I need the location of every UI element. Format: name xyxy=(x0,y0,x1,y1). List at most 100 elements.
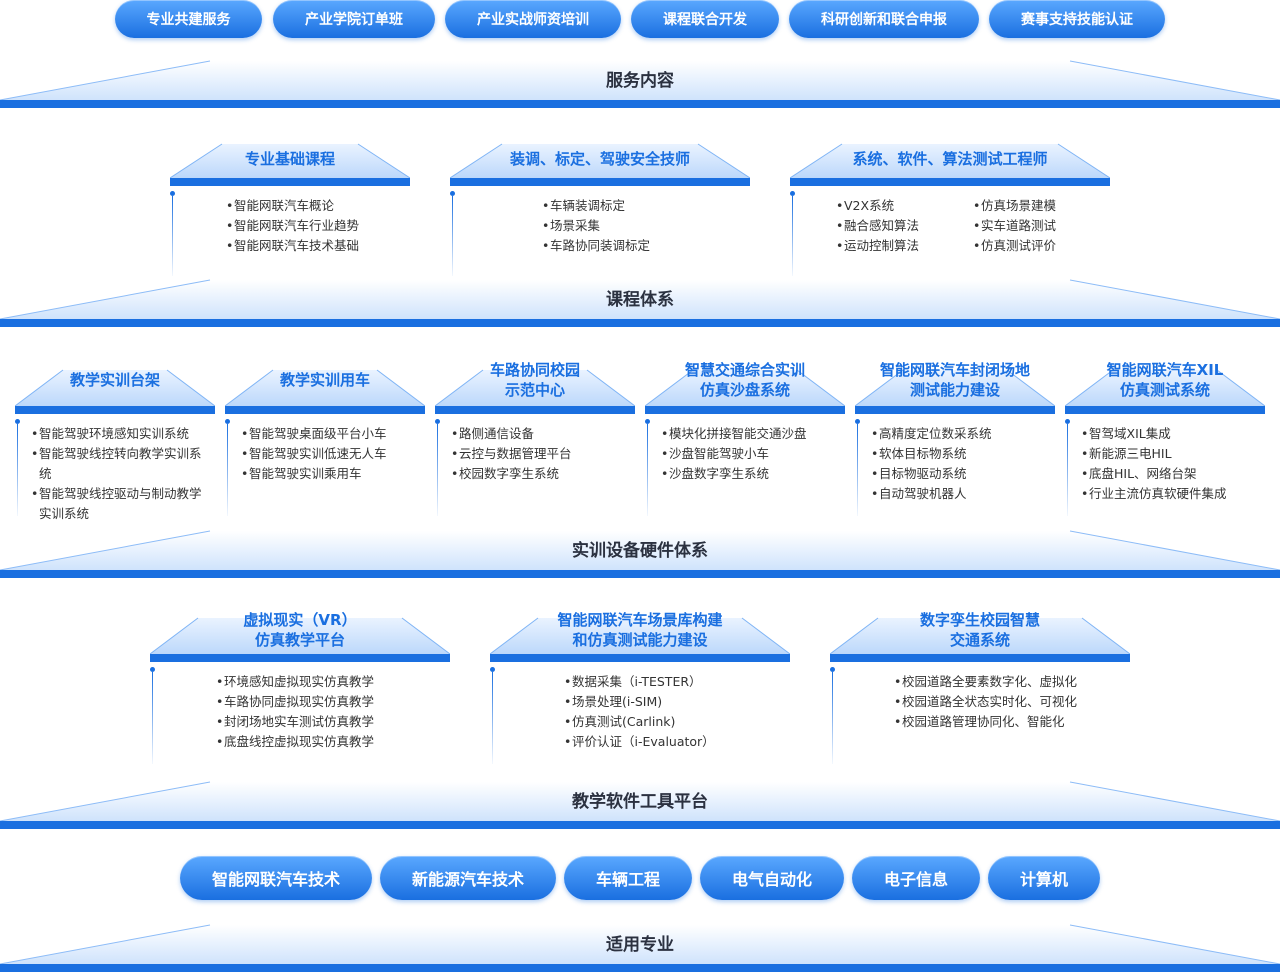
service-pill-1[interactable]: 专业共建服务 xyxy=(115,0,262,38)
card-item-list: 高精度定位数采系统软体目标物系统目标物驱动系统自动驾驶机器人 xyxy=(871,424,1047,504)
card-header-shape xyxy=(225,369,425,414)
card-marker-dot xyxy=(450,191,455,196)
band-title: 适用专业 xyxy=(606,935,674,955)
hardware-card-1: 教学实训台架智能驾驶环境感知实训系统智能驾驶线控转向教学实训系统智能驾驶线控驱动… xyxy=(15,360,215,521)
card-title-line: 测试能力建设 xyxy=(909,381,1000,399)
list-item: 底盘HIL、网络台架 xyxy=(1081,464,1257,484)
list-item: 智能驾驶环境感知实训系统 xyxy=(31,424,207,444)
list-item: 路侧通信设备 xyxy=(451,424,627,444)
band-service-content: 服务内容 xyxy=(0,58,1280,108)
software-card-2: 智能网联汽车场景库构建和仿真测试能力建设数据采集（i-TESTER）场景处理(i… xyxy=(490,608,790,768)
list-item: 底盘线控虚拟现实仿真教学 xyxy=(216,732,442,752)
card-marker-dot xyxy=(790,191,795,196)
list-item: 场景采集 xyxy=(542,216,650,236)
card-title: 教学实训台架 xyxy=(15,370,215,390)
list-item: 实车道路测试 xyxy=(973,216,1056,236)
list-item: 云控与数据管理平台 xyxy=(451,444,627,464)
card-divider-line xyxy=(437,424,438,516)
card-divider-line xyxy=(832,672,833,764)
card-header-shape xyxy=(450,143,750,186)
card-title: 系统、软件、算法测试工程师 xyxy=(852,150,1048,168)
service-pill-3[interactable]: 产业实战师资培训 xyxy=(445,0,621,38)
list-item: 自动驾驶机器人 xyxy=(871,484,1047,504)
card-title-line: 仿真教学平台 xyxy=(254,631,345,649)
card-marker-dot xyxy=(490,667,495,672)
card-item-list: 模块化拼接智能交通沙盘沙盘智能驾驶小车沙盘数字孪生系统 xyxy=(661,424,837,484)
list-item: 沙盘数字孪生系统 xyxy=(661,464,837,484)
course-item-list-b: 仿真场景建模 实车道路测试 仿真测试评价 xyxy=(973,196,1056,256)
card-header-shape xyxy=(150,617,450,662)
major-pill-6[interactable]: 计算机 xyxy=(988,856,1100,900)
card-title: 虚拟现实（VR） 仿真教学平台 xyxy=(150,610,450,650)
list-item: 智能驾驶实训乘用车 xyxy=(241,464,417,484)
list-item: 运动控制算法 xyxy=(836,236,919,256)
card-title-line: 教学实训用车 xyxy=(279,371,370,389)
major-pill-4[interactable]: 电气自动化 xyxy=(700,856,844,900)
course-card-2: 装调、标定、驾驶安全技师 车辆装调标定 场景采集 车路协同装调标定 xyxy=(450,140,750,280)
major-pill-3[interactable]: 车辆工程 xyxy=(564,856,692,900)
list-item: 车辆装调标定 xyxy=(542,196,650,216)
card-title: 车路协同校园示范中心 xyxy=(435,360,635,400)
card-title-line: 智能网联汽车XIL xyxy=(1106,361,1224,379)
card-header-shape xyxy=(830,617,1130,662)
list-item: 智驾域XIL集成 xyxy=(1081,424,1257,444)
card-marker-dot xyxy=(855,419,860,424)
card-marker-dot xyxy=(15,419,20,424)
card-title-line: 智能网联汽车场景库构建 xyxy=(557,611,723,629)
card-divider-line xyxy=(17,424,18,516)
major-pill-5[interactable]: 电子信息 xyxy=(852,856,980,900)
service-pill-4[interactable]: 课程联合开发 xyxy=(631,0,779,38)
software-card-1: 虚拟现实（VR）仿真教学平台环境感知虚拟现实仿真教学车路协同虚拟现实仿真教学封闭… xyxy=(150,608,450,768)
card-title-line: 和仿真测试能力建设 xyxy=(572,631,708,649)
card-title-line: 示范中心 xyxy=(504,381,565,399)
card-divider-line xyxy=(227,424,228,516)
card-header-shape xyxy=(645,369,845,414)
card-divider-line xyxy=(492,672,493,764)
list-item: 目标物驱动系统 xyxy=(871,464,1047,484)
card-header-shape xyxy=(490,617,790,662)
card-marker-dot xyxy=(645,419,650,424)
course-item-list: 智能网联汽车概论 智能网联汽车行业趋势 智能网联汽车技术基础 xyxy=(226,196,359,256)
list-item: 校园数字孪生系统 xyxy=(451,464,627,484)
service-pill-6[interactable]: 赛事支持技能认证 xyxy=(989,0,1165,38)
service-pill-5[interactable]: 科研创新和联合申报 xyxy=(789,0,979,38)
course-item-list-a: V2X系统 融合感知算法 运动控制算法 xyxy=(836,196,919,256)
service-pill-2[interactable]: 产业学院订单班 xyxy=(273,0,435,38)
card-marker-dot xyxy=(225,419,230,424)
list-item: 智能驾驶线控转向教学实训系统 xyxy=(31,444,207,484)
band-software-platform: 教学软件工具平台 xyxy=(0,779,1280,829)
major-pill-2[interactable]: 新能源汽车技术 xyxy=(380,856,556,900)
course-card-1: 专业基础课程 智能网联汽车概论 智能网联汽车行业趋势 智能网联汽车技术基础 xyxy=(170,140,410,280)
card-item-list: 路侧通信设备云控与数据管理平台校园数字孪生系统 xyxy=(451,424,627,484)
card-header-shape xyxy=(170,143,410,186)
list-item: 车路协同装调标定 xyxy=(542,236,650,256)
card-divider-line xyxy=(857,424,858,516)
hardware-card-3: 车路协同校园示范中心路侧通信设备云控与数据管理平台校园数字孪生系统 xyxy=(435,360,635,520)
list-item: 智能网联汽车技术基础 xyxy=(226,236,359,256)
list-item: 仿真测试(Carlink) xyxy=(564,712,782,732)
hardware-card-5: 智能网联汽车封闭场地测试能力建设高精度定位数采系统软体目标物系统目标物驱动系统自… xyxy=(855,360,1055,520)
card-marker-dot xyxy=(170,191,175,196)
card-title: 数字孪生校园智慧交通系统 xyxy=(830,610,1130,650)
card-item-list: 智能驾驶桌面级平台小车智能驾驶实训低速无人车智能驾驶实训乘用车 xyxy=(241,424,417,484)
card-header-shape xyxy=(1065,369,1265,414)
hardware-card-6: 智能网联汽车XIL仿真测试系统智驾域XIL集成新能源三电HIL底盘HIL、网络台… xyxy=(1065,360,1265,520)
list-item: 新能源三电HIL xyxy=(1081,444,1257,464)
list-item: 数据采集（i-TESTER） xyxy=(564,672,782,692)
card-title: 装调、标定、驾驶安全技师 xyxy=(509,150,690,168)
card-title-line: 虚拟现实（VR） xyxy=(243,611,357,629)
list-item: 场景处理(i-SIM) xyxy=(564,692,782,712)
course-card-3: 系统、软件、算法测试工程师 V2X系统 融合感知算法 运动控制算法 仿真场景建模… xyxy=(790,140,1110,280)
list-item: 智能网联汽车行业趋势 xyxy=(226,216,359,236)
list-item: 模块化拼接智能交通沙盘 xyxy=(661,424,837,444)
list-item: 智能网联汽车概论 xyxy=(226,196,359,216)
band-title: 服务内容 xyxy=(606,71,674,91)
card-marker-dot xyxy=(150,667,155,672)
major-pill-1[interactable]: 智能网联汽车技术 xyxy=(180,856,372,900)
list-item: 仿真场景建模 xyxy=(973,196,1056,216)
list-item: 车路协同虚拟现实仿真教学 xyxy=(216,692,442,712)
software-card-3: 数字孪生校园智慧交通系统校园道路全要素数字化、虚拟化校园道路全状态实时化、可视化… xyxy=(830,608,1130,768)
card-divider-line xyxy=(172,196,173,276)
card-title-line: 智慧交通综合实训 xyxy=(684,361,805,379)
